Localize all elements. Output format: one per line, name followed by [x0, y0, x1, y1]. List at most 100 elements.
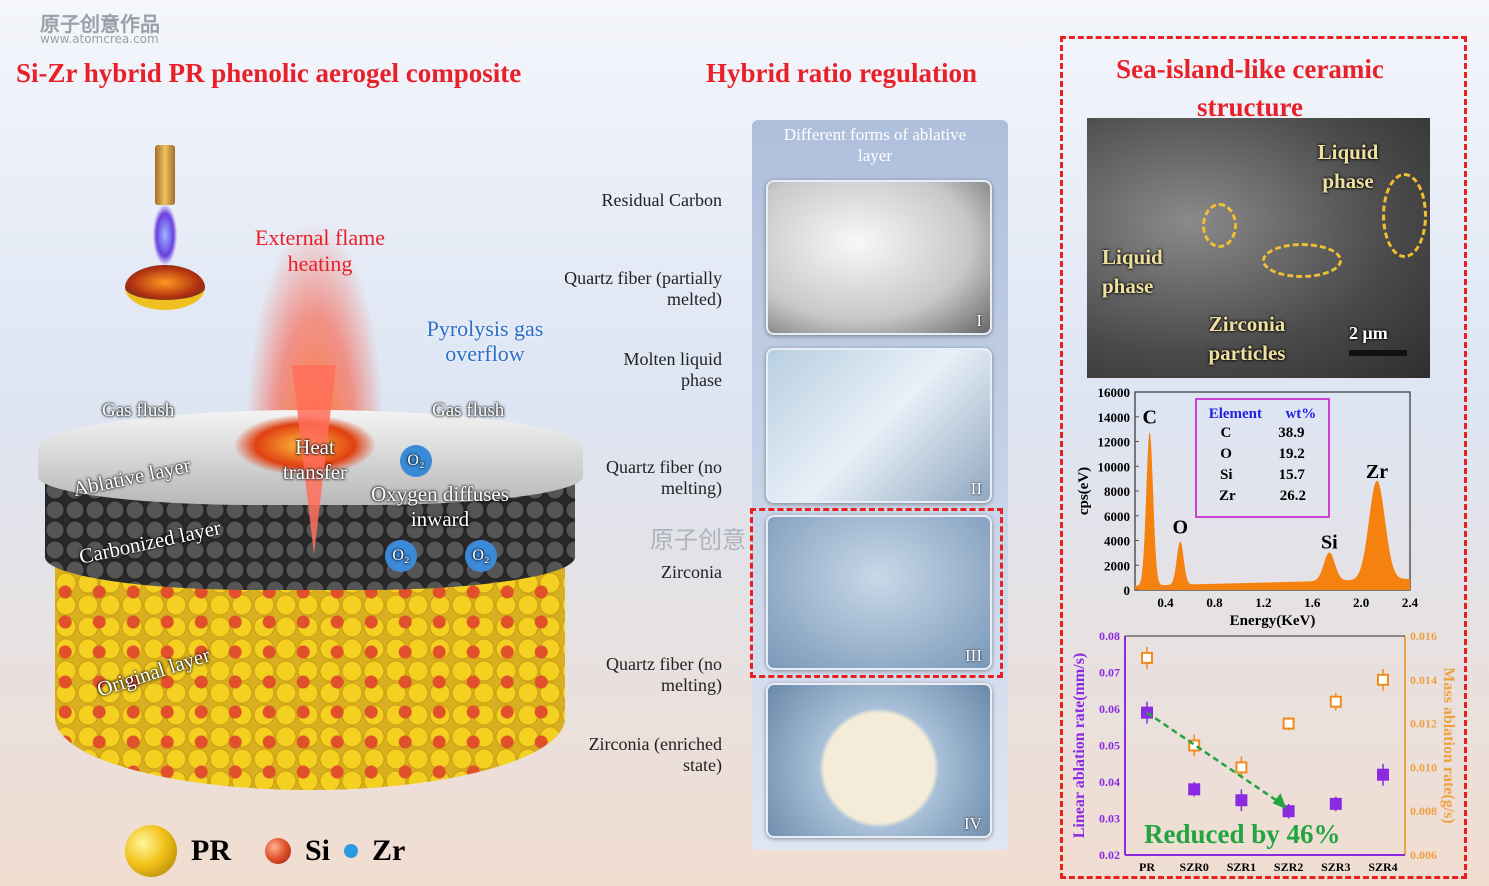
label-molten: Molten liquid phase [623, 349, 723, 390]
middle-title: Hybrid ratio regulation [706, 58, 978, 88]
y-tick-label: 2000 [1104, 558, 1130, 573]
panel-ii: II [766, 348, 992, 503]
x-tick-label: 2.0 [1353, 595, 1369, 610]
y-tick-label: 0.08 [1099, 629, 1120, 643]
panel-number: III [965, 646, 982, 665]
original-layer [55, 550, 565, 790]
x-tick-label: 0.8 [1206, 595, 1223, 610]
y-axis-label: cps(eV) [1076, 467, 1092, 515]
ablation-chart: 0.020.030.040.050.060.070.080.0060.0080.… [1071, 629, 1457, 874]
o2-bubble: O₂ [385, 540, 417, 572]
x-tick-label: 1.2 [1255, 595, 1271, 610]
si-sphere-icon [265, 838, 291, 864]
y2-axis-label: Mass ablation rate(g/s) [1440, 667, 1457, 823]
island-outline [1262, 243, 1342, 278]
panel-number: IV [964, 814, 982, 833]
x-tick-label: 2.4 [1402, 595, 1419, 610]
table-cell: Si [1220, 467, 1233, 483]
y-tick-label: 4000 [1104, 534, 1130, 549]
peak-label: O [1172, 517, 1188, 539]
sem-label-liquid-2: Liquid phase [1102, 245, 1163, 298]
y-tick-label: 0.03 [1099, 812, 1120, 826]
legend-si: Si [305, 834, 331, 867]
y-tick-label: 0.06 [1099, 702, 1120, 716]
y-tick-label: 14000 [1098, 410, 1131, 425]
y-tick-label: 0 [1124, 583, 1131, 598]
data-point [1282, 717, 1295, 730]
label-quartz-partial: Quartz fiber (partially melted) [564, 268, 722, 309]
table-cell: 26.2 [1279, 488, 1306, 504]
data-point [1329, 695, 1342, 708]
table-cell: C [1220, 425, 1232, 441]
gas-flush-left: Gas flush [102, 400, 175, 421]
y-tick-label: 0.02 [1099, 848, 1120, 862]
table-cell: 15.7 [1278, 467, 1305, 483]
spectrum-area [1135, 432, 1410, 590]
gas-flush-right: Gas flush [432, 400, 505, 421]
watermark-url: www.atomcrea.com [40, 32, 159, 46]
scale-bar-label: 2 μm [1349, 323, 1388, 343]
sample-disc [125, 265, 205, 310]
flame-label: External flame heating [254, 225, 386, 276]
table-row: Si 15.7 [1197, 465, 1328, 486]
x-tick-label: SZR3 [1321, 860, 1350, 874]
legend: PR Si Zr [125, 825, 405, 877]
peak-label: Zr [1366, 461, 1388, 483]
table-header-wt: wt% [1285, 406, 1317, 422]
heat-arrow [292, 365, 336, 555]
left-title: Si-Zr hybrid PR phenolic aerogel composi… [16, 58, 522, 88]
panel-iii: III [766, 515, 992, 670]
data-point [1188, 783, 1201, 796]
x-tick-label: 0.4 [1157, 595, 1174, 610]
highlight-box [750, 508, 1003, 678]
o2-bubble: O₂ [400, 445, 432, 477]
table-cell: Zr [1219, 488, 1236, 504]
x-tick-label: SZR0 [1180, 860, 1209, 874]
panel-iv: IV [766, 683, 992, 838]
data-point [1282, 805, 1295, 818]
data-point [1235, 761, 1248, 774]
y2-tick-label: 0.010 [1410, 760, 1437, 774]
watermark-inline: 原子创意 [650, 526, 746, 554]
sem-image: Liquid phase Liquid phase Zirconia parti… [1087, 118, 1430, 378]
eds-chart: 02000400060008000100001200014000160000.4… [1076, 385, 1419, 629]
right-dashed-box [1060, 36, 1467, 879]
x-tick-label: SZR2 [1274, 860, 1303, 874]
panel-number: II [970, 479, 982, 498]
panel-i: I [766, 180, 992, 335]
label-zirconia: Zirconia [661, 562, 722, 582]
y-tick-label: 0.07 [1099, 666, 1120, 680]
torch-icon [155, 145, 175, 205]
zr-sphere-icon [344, 844, 359, 858]
torch-flame [153, 205, 177, 265]
x-tick-label: 1.6 [1304, 595, 1321, 610]
y-tick-label: 10000 [1098, 459, 1131, 474]
table-cell: 38.9 [1278, 425, 1305, 441]
right-title: Sea-island-like ceramic structure [1116, 54, 1384, 122]
data-point [1235, 794, 1248, 807]
y2-tick-label: 0.012 [1410, 717, 1437, 731]
data-point [1377, 673, 1389, 686]
island-outline [1202, 203, 1237, 248]
peak-label: Si [1321, 532, 1338, 554]
data-point [1188, 739, 1201, 752]
table-row: C 38.9 [1197, 423, 1328, 444]
x-tick-label: SZR4 [1368, 860, 1397, 874]
y-tick-label: 0.05 [1099, 739, 1120, 753]
x-tick-label: SZR1 [1227, 860, 1256, 874]
sem-label-liquid-1: Liquid phase [1317, 140, 1379, 193]
x-axis-label: Energy(KeV) [1230, 613, 1316, 629]
y2-tick-label: 0.006 [1410, 848, 1437, 862]
oxygen-label: Oxygen diffuses inward [371, 482, 509, 531]
label-quartz-none: Quartz fiber (no melting) [606, 457, 722, 498]
y-tick-label: 12000 [1098, 435, 1131, 450]
y-tick-label: 0.04 [1099, 775, 1120, 789]
sem-label-zirconia: Zirconia particles [1208, 312, 1286, 365]
label-residual-carbon: Residual Carbon [601, 190, 722, 210]
scale-bar [1349, 350, 1407, 356]
o2-bubble: O₂ [465, 540, 497, 572]
watermark-brand: 原子创意作品 [40, 12, 160, 36]
y-tick-label: 8000 [1104, 484, 1130, 499]
table-header-element: Element [1208, 406, 1263, 422]
